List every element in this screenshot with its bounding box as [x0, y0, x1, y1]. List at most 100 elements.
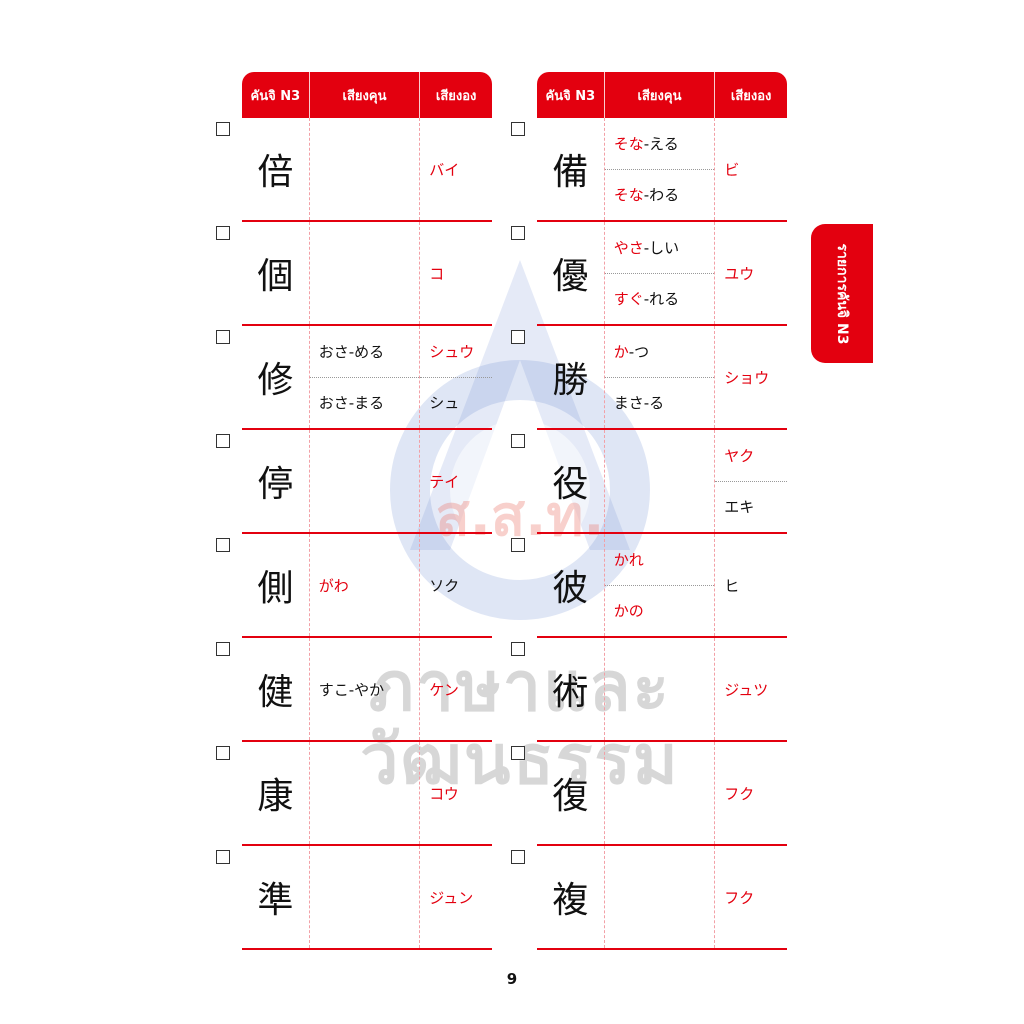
- reading-text: ヤク: [724, 446, 755, 465]
- kanji-cell: 術: [537, 638, 605, 740]
- on-cell: コ: [420, 222, 492, 324]
- checkbox[interactable]: [511, 330, 525, 344]
- kanji-cell: 優: [537, 222, 605, 324]
- reading-text: すぐ: [613, 290, 644, 309]
- reading-text: ビ: [724, 160, 740, 179]
- on-cell: ユウ: [715, 222, 787, 324]
- reading-text: エキ: [724, 498, 755, 517]
- reading-text: ジュツ: [724, 680, 769, 699]
- table-row: 停テイ: [216, 430, 492, 534]
- table-row: 準ジュン: [216, 846, 492, 950]
- kun-cell: [605, 742, 716, 844]
- kun-cell: か-つまさ-る: [604, 326, 716, 429]
- kanji-cell: 側: [242, 534, 310, 636]
- kun-cell: やさ-しいすぐ-れる: [604, 222, 716, 325]
- table-row: 復 フク: [511, 742, 787, 846]
- kun-cell: そな-えるそな-わる: [604, 118, 716, 221]
- on-reading: フク: [715, 846, 787, 948]
- checkbox[interactable]: [511, 226, 525, 240]
- reading-text: コ: [429, 264, 445, 283]
- table-row: 複フク: [511, 846, 787, 950]
- reading-text: -える: [643, 134, 679, 153]
- checkbox[interactable]: [216, 330, 230, 344]
- checkbox[interactable]: [216, 642, 230, 656]
- kun-reading: [605, 846, 715, 948]
- on-cell: ビ: [715, 118, 787, 220]
- reading-text: シュ: [429, 394, 460, 413]
- on-reading: シュ: [420, 378, 492, 429]
- kanji-cell: 復: [537, 742, 605, 844]
- on-cell: コウ: [420, 742, 492, 844]
- kun-cell: [605, 638, 716, 740]
- on-reading: フク: [715, 742, 787, 844]
- checkbox[interactable]: [216, 538, 230, 552]
- on-reading: ヤク: [715, 430, 787, 482]
- checkbox[interactable]: [216, 746, 230, 760]
- table-row: 役 ヤクエキ: [511, 430, 787, 534]
- reading-text: かれ: [613, 550, 644, 569]
- kanji-cell: 彼: [537, 534, 605, 636]
- table-row: 倍バイ: [216, 118, 492, 222]
- checkbox[interactable]: [216, 850, 230, 864]
- reading-text: フク: [724, 888, 755, 907]
- kanji-cell: 個: [242, 222, 310, 324]
- kun-reading: おさ-める: [309, 326, 420, 378]
- reading-text: -れる: [643, 290, 680, 309]
- reading-text: まさ-る: [613, 394, 665, 413]
- on-reading: コ: [420, 222, 492, 324]
- header-kanji: คันจิ N3: [242, 72, 310, 118]
- kun-reading: まさ-る: [605, 378, 715, 429]
- checkbox[interactable]: [511, 434, 525, 448]
- reading-text: ショウ: [724, 368, 770, 387]
- kanji-cell: 倍: [242, 118, 310, 220]
- kanji-cell: 役: [537, 430, 605, 532]
- kanji-cell: 備: [537, 118, 605, 220]
- checkbox[interactable]: [511, 122, 525, 136]
- page-number: 9: [506, 970, 518, 988]
- header-kanji: คันจิ N3: [537, 72, 605, 118]
- checkbox[interactable]: [216, 122, 230, 136]
- on-cell: ヤクエキ: [715, 430, 787, 532]
- kun-reading: すぐ-れる: [605, 274, 715, 325]
- on-reading: テイ: [420, 430, 492, 532]
- checkbox[interactable]: [511, 538, 525, 552]
- on-reading: ヒ: [715, 534, 787, 636]
- on-cell: ケン: [420, 638, 492, 740]
- kun-cell: [310, 118, 421, 220]
- on-cell: ショウ: [715, 326, 787, 428]
- kun-cell: がわ: [310, 534, 421, 636]
- checkbox[interactable]: [216, 434, 230, 448]
- kanji-table-right: คันจิ N3 เสียงคุน เสียงอง 備そな-えるそな-わるビ優や…: [511, 72, 787, 950]
- on-reading: ショウ: [715, 326, 787, 428]
- on-reading: エキ: [715, 482, 787, 533]
- header-kun: เสียงคุน: [605, 72, 716, 118]
- on-reading: ユウ: [715, 222, 787, 324]
- table-row: 修おさ-めるおさ-まるシュウシュ: [216, 326, 492, 430]
- reading-text: -わる: [643, 186, 680, 205]
- reading-text: テイ: [429, 472, 460, 491]
- kun-reading: すこ-やか: [310, 638, 420, 740]
- reading-text: -つ: [628, 342, 650, 361]
- on-reading: ジュン: [420, 846, 492, 948]
- kun-reading: そな-わる: [605, 170, 715, 221]
- side-tab[interactable]: รายการคันจิ N3: [811, 224, 873, 363]
- reading-text: すこ-やか: [318, 680, 385, 699]
- reading-text: おさ-める: [318, 342, 385, 361]
- kun-reading: かの: [605, 586, 715, 637]
- kanji-cell: 勝: [537, 326, 605, 428]
- on-cell: ソク: [420, 534, 492, 636]
- reading-text: フク: [724, 784, 755, 803]
- checkbox[interactable]: [216, 226, 230, 240]
- table-row: 優やさ-しいすぐ-れるユウ: [511, 222, 787, 326]
- table-row: 康コウ: [216, 742, 492, 846]
- kun-cell: すこ-やか: [310, 638, 421, 740]
- table-row: 側がわソク: [216, 534, 492, 638]
- on-reading: コウ: [420, 742, 492, 844]
- reading-text: -しい: [643, 238, 680, 257]
- reading-text: やさ: [613, 238, 644, 257]
- reading-text: ヒ: [724, 576, 740, 595]
- checkbox[interactable]: [511, 850, 525, 864]
- checkbox[interactable]: [511, 642, 525, 656]
- reading-text: おさ-まる: [318, 394, 385, 413]
- checkbox[interactable]: [511, 746, 525, 760]
